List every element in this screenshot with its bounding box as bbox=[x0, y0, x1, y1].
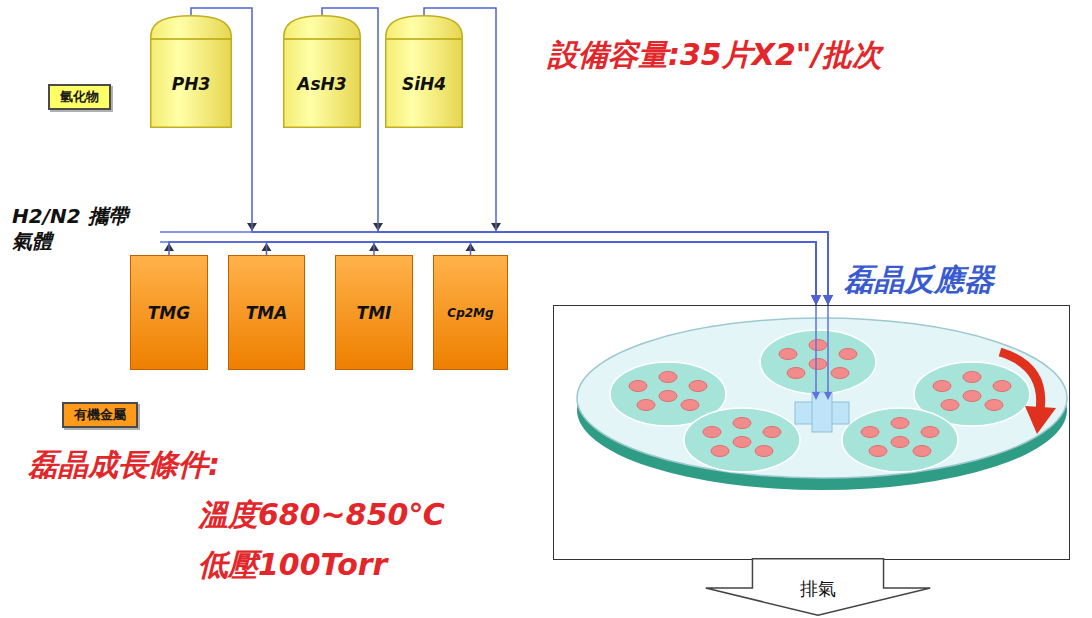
metalorganic-source: Cp2Mg bbox=[433, 255, 508, 370]
gas-cylinder: AsH3 bbox=[283, 15, 361, 128]
growth-condition: 低壓100Torr bbox=[198, 546, 387, 584]
wafer-carrier bbox=[760, 330, 876, 394]
epitaxy-reactor: 磊晶反應器 bbox=[553, 305, 1070, 560]
rotation-arrow bbox=[1025, 406, 1056, 434]
node-label: 排氣 bbox=[800, 578, 836, 600]
growth-condition: 溫度680~850℃ bbox=[198, 496, 445, 534]
node-label: TMA bbox=[246, 303, 288, 323]
capacity-note: 設備容量:35片X2"/批次 bbox=[548, 36, 882, 74]
node-label: SiH4 bbox=[402, 74, 446, 94]
cylinder-band bbox=[151, 38, 231, 40]
node-label: 有機金屬 bbox=[74, 406, 126, 424]
node-label: TMI bbox=[357, 303, 392, 323]
gas-cylinder: SiH4 bbox=[385, 15, 463, 128]
cylinder-outline bbox=[385, 15, 463, 128]
gas-inlet-arrowhead bbox=[824, 392, 832, 400]
carrier-gas-label: H2/N2 攜帶氣體 bbox=[12, 204, 130, 254]
gas-cylinder: PH3 bbox=[150, 15, 232, 128]
node-label: AsH3 bbox=[297, 74, 346, 94]
gas-inlet-line bbox=[827, 305, 829, 396]
node-label: 氫化物 bbox=[60, 88, 99, 106]
category-tag: 氫化物 bbox=[48, 84, 111, 110]
cylinder-body bbox=[151, 16, 232, 128]
susceptor-platter bbox=[577, 318, 1067, 478]
cylinder-body bbox=[386, 16, 463, 128]
rotation-arrow bbox=[1000, 352, 1041, 410]
metalorganic-source: TMG bbox=[130, 255, 208, 370]
reactor-chamber bbox=[553, 305, 1070, 560]
gas-inlet-hub bbox=[812, 392, 832, 432]
exhaust-arrow-shape bbox=[706, 559, 931, 616]
node-label: PH3 bbox=[172, 74, 211, 94]
wafer-carrier bbox=[842, 408, 958, 472]
node-label: TMG bbox=[148, 303, 190, 323]
cylinder-band bbox=[386, 38, 462, 40]
node-label: Cp2Mg bbox=[447, 306, 493, 320]
growth-condition-heading: 磊晶成長條件: bbox=[28, 446, 220, 484]
cylinder-outline bbox=[150, 15, 232, 128]
metalorganic-source: TMI bbox=[335, 255, 413, 370]
cylinder-outline bbox=[283, 15, 361, 128]
cylinder-band bbox=[284, 38, 360, 40]
metalorganic-source: TMA bbox=[228, 255, 305, 370]
node-label: 磊晶反應器 bbox=[844, 260, 994, 301]
gas-inlet-line bbox=[815, 305, 817, 396]
gas-inlet-arrowhead bbox=[812, 392, 820, 400]
exhaust-arrow: 排氣 bbox=[705, 558, 931, 616]
cylinder-body bbox=[284, 16, 361, 128]
gas-feed-connector bbox=[471, 242, 817, 305]
wafer-carrier bbox=[684, 408, 800, 472]
category-tag: 有機金屬 bbox=[62, 402, 138, 428]
